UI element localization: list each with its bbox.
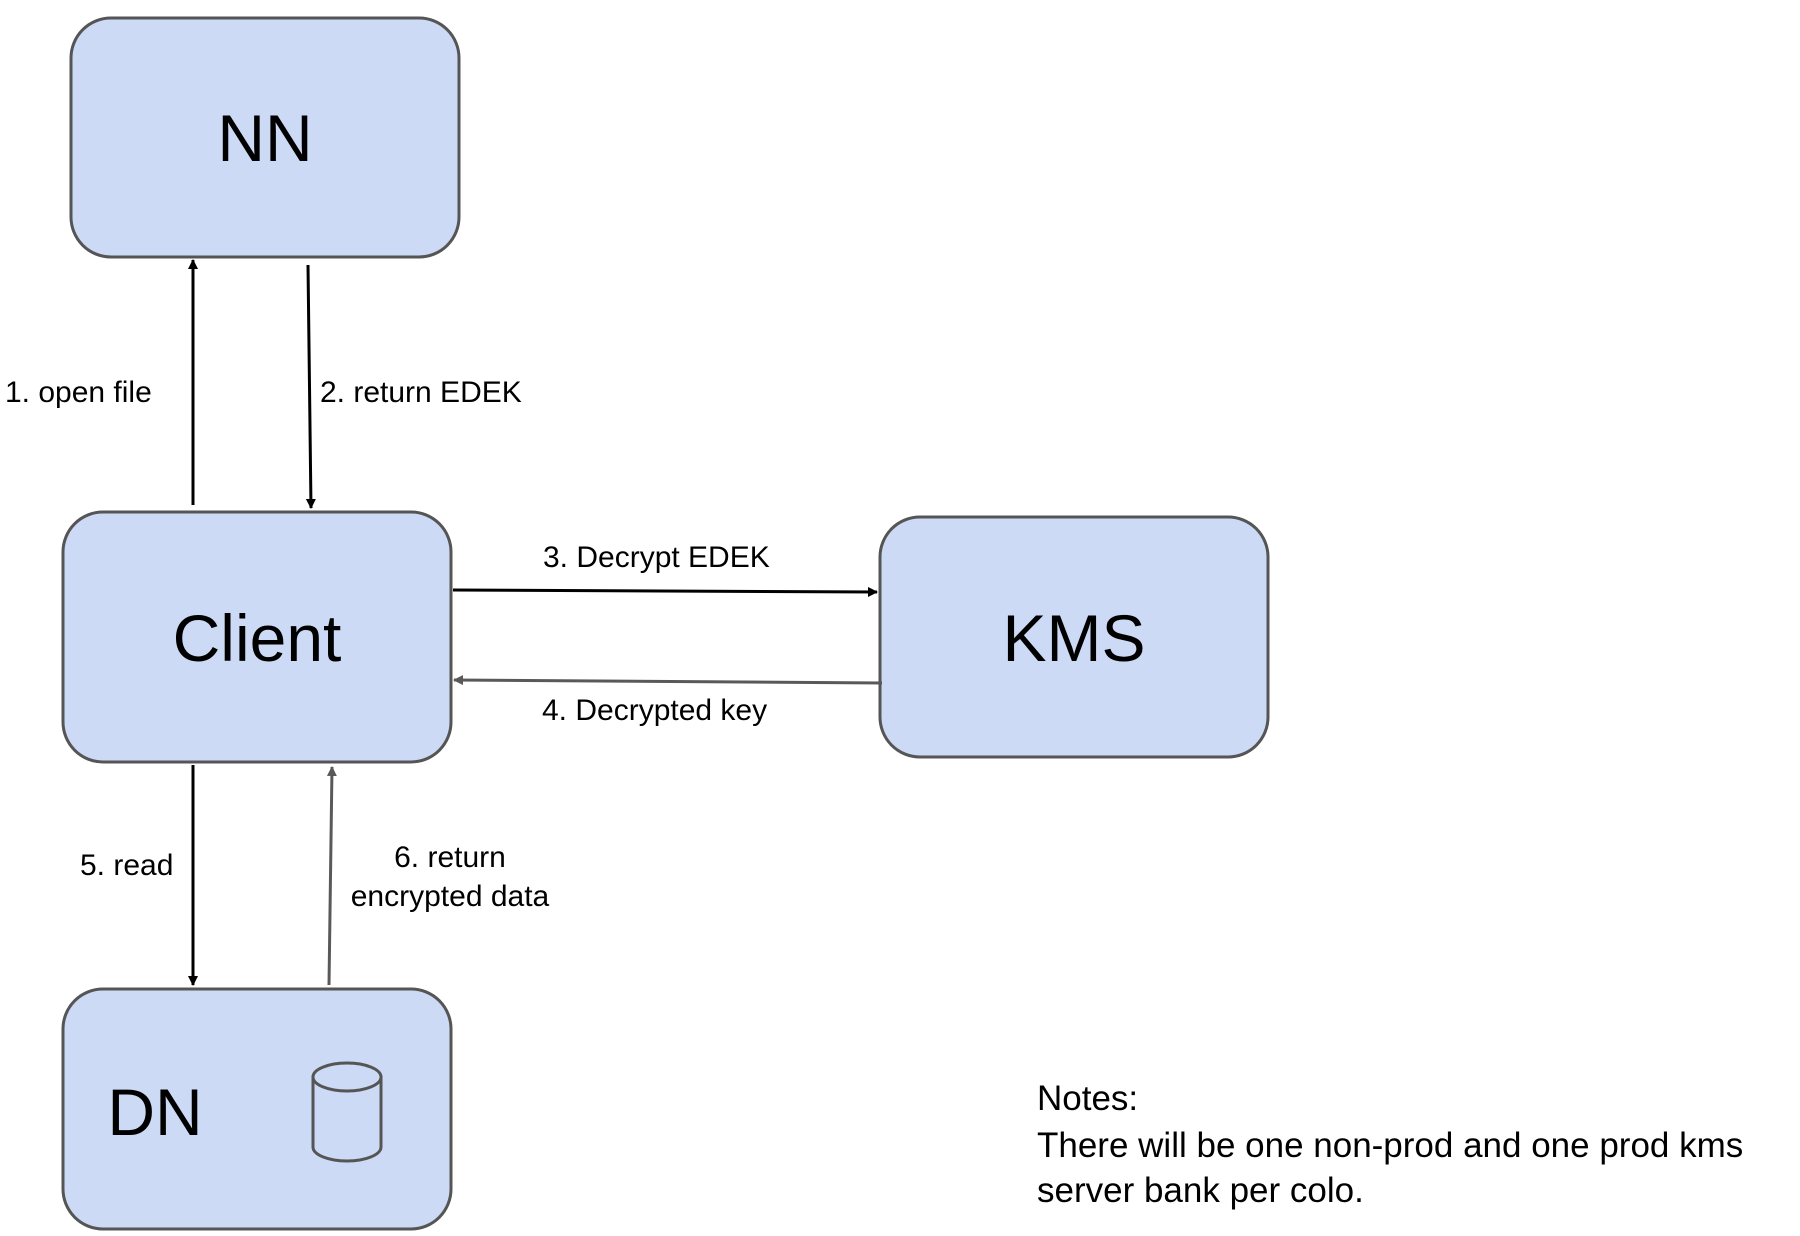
nn-node[interactable]: NN [69, 16, 461, 259]
return-encrypted-data-label-line1: 6. return [394, 841, 506, 874]
decrypt-edek-label: 3. Decrypt EDEK [543, 541, 770, 574]
database-cylinder-icon [311, 1061, 383, 1163]
return-encrypted-data-label-line2: encrypted data [351, 880, 550, 913]
open-file-label: 1. open file [5, 376, 152, 409]
dn-node[interactable]: DN [61, 987, 453, 1231]
return-encrypted-data-arrow [326, 766, 337, 986]
notes: Notes: There will be one non-prod and on… [1037, 1079, 1743, 1210]
kms-node[interactable]: KMS [878, 515, 1270, 759]
read-label: 5. read [80, 849, 173, 882]
return-edek-arrow [305, 264, 316, 509]
notes-heading: Notes: [1037, 1079, 1138, 1118]
client-label: Client [173, 601, 342, 675]
decrypt-edek-arrow [452, 586, 878, 597]
notes-line-1: There will be one non-prod and one prod … [1037, 1126, 1743, 1165]
client-node[interactable]: Client [61, 510, 453, 764]
notes-line-2: server bank per colo. [1037, 1171, 1364, 1210]
decrypted-key-arrow [453, 675, 883, 686]
decrypted-key-label: 4. Decrypted key [542, 694, 767, 727]
nn-label: NN [217, 101, 312, 175]
dn-label: DN [107, 1075, 202, 1149]
kms-label: KMS [1002, 601, 1145, 675]
return-edek-label: 2. return EDEK [320, 376, 522, 409]
